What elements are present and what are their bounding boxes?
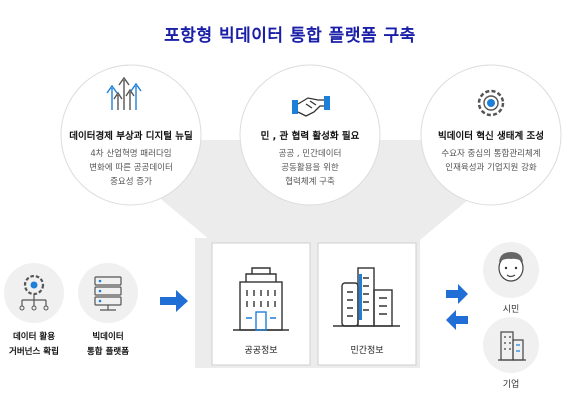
circle-3-text: 빅데이터 혁신 생태계 조성 수요자 중심의 통합관리체계 인재육성과 기업지원…: [426, 128, 556, 175]
company-building-icon: [498, 331, 526, 361]
circle-3-line-2: 인재육성과 기업지원 강화: [445, 163, 537, 173]
arrows-up-icon: [106, 76, 142, 110]
circle-3: [420, 64, 562, 206]
left-item-1-line-1: 데이터 활용: [12, 332, 56, 342]
circle-2-line-3: 협력체계 구축: [285, 177, 335, 187]
server-icon: [94, 276, 122, 311]
left-item-2-line-2: 통합 플랫폼: [86, 347, 130, 357]
gear-network-icon: [19, 274, 49, 311]
arrow-right-icon: [446, 284, 468, 304]
circle-2-text: 민 , 관 협력 활성화 필요 공공 , 민간데이터 공동활용을 위한 협력체계…: [245, 128, 375, 189]
gear-network-icon: [477, 89, 505, 117]
office-buildings-icon: [333, 267, 400, 327]
circle-2: [239, 64, 381, 206]
left-item-1-line-2: 거버넌스 확립: [9, 347, 59, 357]
circle-3-title: 빅데이터 혁신 생태계 조성: [437, 131, 545, 142]
circle-1-line-1: 4차 산업혁명 패러다임: [90, 149, 172, 159]
person-icon: [498, 252, 524, 282]
arrow-right-icon: [160, 290, 188, 312]
left-item-1-label: 데이터 활용 거버넌스 확립: [0, 330, 68, 360]
circle-1-text: 데이터경제 부상과 디지털 뉴딜 4차 산업혁명 패러다임 변화에 따른 공공데…: [66, 128, 196, 189]
circle-3-line-1: 수요자 중심의 통합관리체계: [441, 149, 541, 159]
circle-1-title: 데이터경제 부상과 디지털 뉴딜: [69, 131, 193, 142]
circle-1-line-2: 변화에 따른 공공데이터: [89, 163, 173, 173]
circle-2-line-2: 공동활용을 위한: [281, 163, 339, 173]
circle-1-line-3: 중요성 증가: [110, 177, 152, 187]
arrow-left-icon: [446, 310, 468, 330]
box-private-label: 민간정보: [350, 346, 384, 356]
handshake-icon: [292, 96, 330, 117]
left-item-2-line-1: 빅데이터: [92, 332, 124, 342]
citizen-label: 시민: [502, 305, 520, 315]
box-private: [317, 242, 417, 366]
government-building-icon: [233, 267, 289, 331]
company-label: 기업: [502, 380, 520, 390]
circle-2-line-1: 공공 , 민간데이터: [278, 149, 342, 159]
page-title: 포항형 빅데이터 통합 플랫폼 구축: [164, 26, 416, 46]
company-circle: [483, 317, 539, 373]
left-circle-2: [78, 263, 138, 323]
circle-1: [60, 64, 202, 206]
box-public-label: 공공정보: [244, 346, 278, 356]
left-item-2-label: 빅데이터 통합 플랫폼: [74, 330, 142, 360]
circle-2-title: 민 , 관 협력 활성화 필요: [260, 131, 360, 142]
